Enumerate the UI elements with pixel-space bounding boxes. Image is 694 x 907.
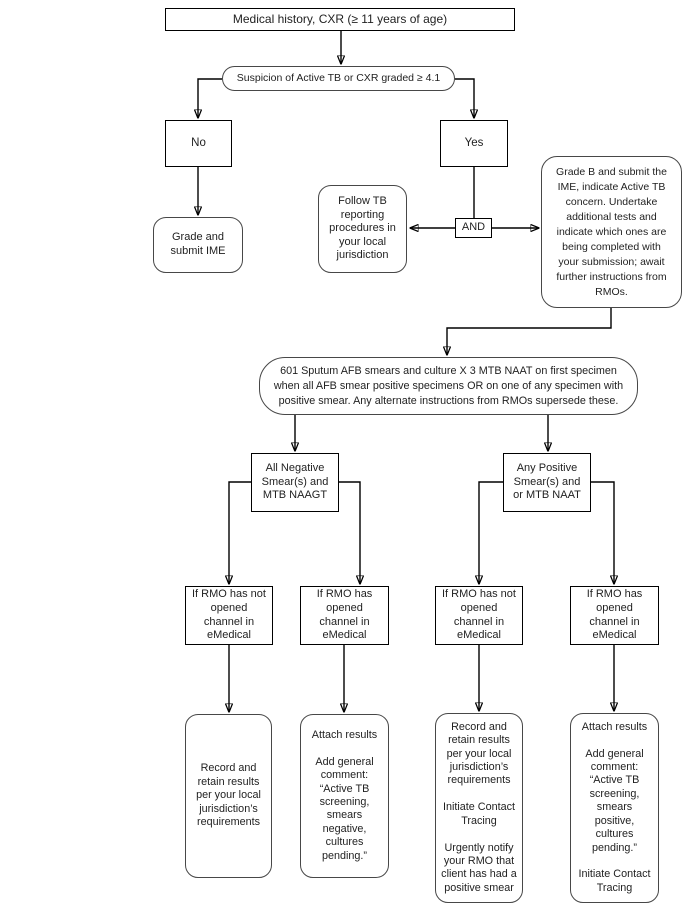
connector-suspicion-to-yes [455, 78, 474, 118]
node-attach-results-positive: Attach results Add general comment: “Act… [570, 713, 659, 903]
connector-any-positive-to-rmo-not-opened-right [479, 481, 503, 584]
node-attach-results-negative: Attach results Add general comment: “Act… [300, 714, 389, 878]
node-no: No [165, 120, 232, 167]
node-and: AND [455, 218, 492, 238]
node-record-results-negative: Record and retain results per your local… [185, 714, 272, 878]
node-any-positive-smears: Any Positive Smear(s) and or MTB NAAT [503, 453, 591, 512]
connector-all-negative-to-rmo-opened-left [339, 481, 360, 584]
node-medical-history: Medical history, CXR (≥ 11 years of age) [165, 8, 515, 31]
node-grade-and-submit-ime: Grade and submit IME [153, 217, 243, 273]
node-rmo-opened-right: If RMO has opened channel in eMedical [570, 586, 659, 645]
connector-grade-b-to-sputum [447, 308, 612, 355]
node-rmo-not-opened-right: If RMO has not opened channel in eMedica… [435, 586, 523, 645]
connector-suspicion-to-no [198, 78, 222, 118]
node-yes: Yes [440, 120, 508, 167]
node-rmo-opened-left: If RMO has opened channel in eMedical [300, 586, 389, 645]
connector-all-negative-to-rmo-not-opened-left [229, 481, 251, 584]
node-sputum-instructions: 601 Sputum AFB smears and culture X 3 MT… [259, 357, 638, 415]
node-rmo-not-opened-left: If RMO has not opened channel in eMedica… [185, 586, 273, 645]
node-record-results-positive: Record and retain results per your local… [435, 713, 523, 903]
connector-any-positive-to-rmo-opened-right [591, 481, 614, 584]
node-grade-b-submit-ime: Grade B and submit the IME, indicate Act… [541, 156, 682, 308]
node-suspicion-active-tb: Suspicion of Active TB or CXR graded ≥ 4… [222, 66, 455, 91]
node-follow-tb-reporting: Follow TB reporting procedures in your l… [318, 185, 407, 273]
node-all-negative-smears: All Negative Smear(s) and MTB NAAGT [251, 453, 339, 512]
